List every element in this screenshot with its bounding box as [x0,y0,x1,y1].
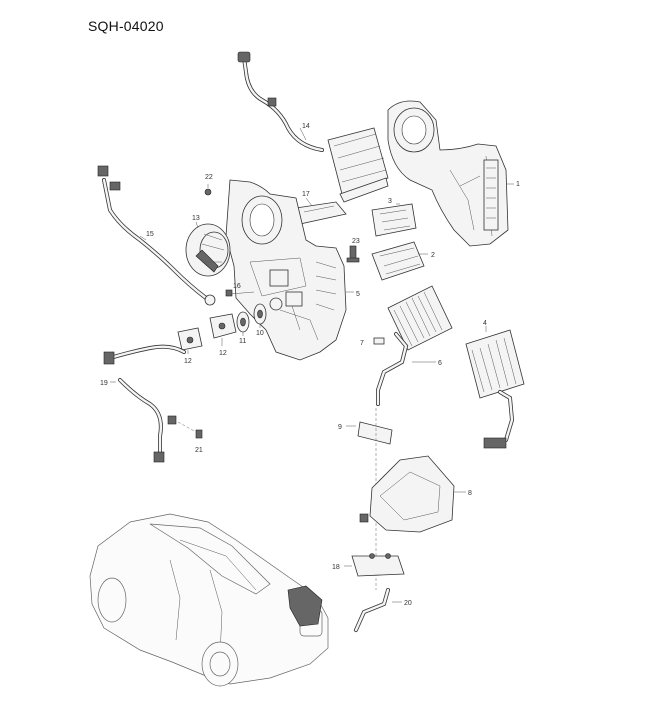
callout-6: 6 [438,360,442,367]
callout-11: 11 [239,338,246,345]
part-22-bolt[interactable] [204,184,212,196]
callout-20: 20 [404,600,412,607]
callout-22: 22 [205,174,213,181]
callout-3: 3 [388,198,392,205]
callout-17: 17 [302,191,310,198]
part-10-gear[interactable] [253,303,267,325]
part-14-harness-and-filter[interactable] [237,51,389,203]
callout-14: 14 [302,123,310,130]
part-3-plate[interactable] [371,203,417,237]
callout-18: 18 [332,564,340,571]
part-12b-actuator[interactable] [177,327,203,351]
part-16-screw[interactable] [225,289,255,297]
callout-12a: 12 [219,350,227,357]
callout-16: 16 [233,283,241,290]
callout-9: 9 [338,424,342,431]
part-1-blower-housing[interactable] [387,100,509,247]
callout-1: 1 [516,181,520,188]
callout-7: 7 [360,340,364,347]
vehicle-location-view [89,513,329,687]
callout-13: 13 [192,215,200,222]
part-20-hose[interactable] [354,588,390,632]
callout-21: 21 [195,447,203,454]
callout-5: 5 [356,291,360,298]
part-9-bracket[interactable] [357,421,393,445]
part-23-screw[interactable] [346,245,360,263]
diagram-code: SQH-04020 [88,18,164,34]
callout-19: 19 [100,380,108,387]
part-17-bracket[interactable] [295,201,347,225]
callout-8: 8 [468,490,472,497]
part-11-gear[interactable] [236,311,250,333]
part-8-drain-tray[interactable] [359,455,455,533]
part-2-plate[interactable] [371,241,425,281]
callout-15: 15 [146,231,154,238]
callout-4: 4 [483,320,487,327]
callout-2: 2 [431,252,435,259]
part-13-blower-motor[interactable] [185,223,231,277]
part-18-plate[interactable] [351,553,405,577]
part-19-harness[interactable] [103,344,186,463]
part-7-connector[interactable] [373,337,385,345]
callout-23: 23 [352,238,360,245]
callout-12b: 12 [184,358,192,365]
part-12a-actuator[interactable] [209,313,237,339]
part-4-heater-core[interactable] [465,329,525,449]
part-6-evaporator[interactable] [376,285,453,406]
part-21-clip[interactable] [177,421,203,439]
part-15-harness[interactable] [97,165,216,306]
callout-10: 10 [256,330,264,337]
